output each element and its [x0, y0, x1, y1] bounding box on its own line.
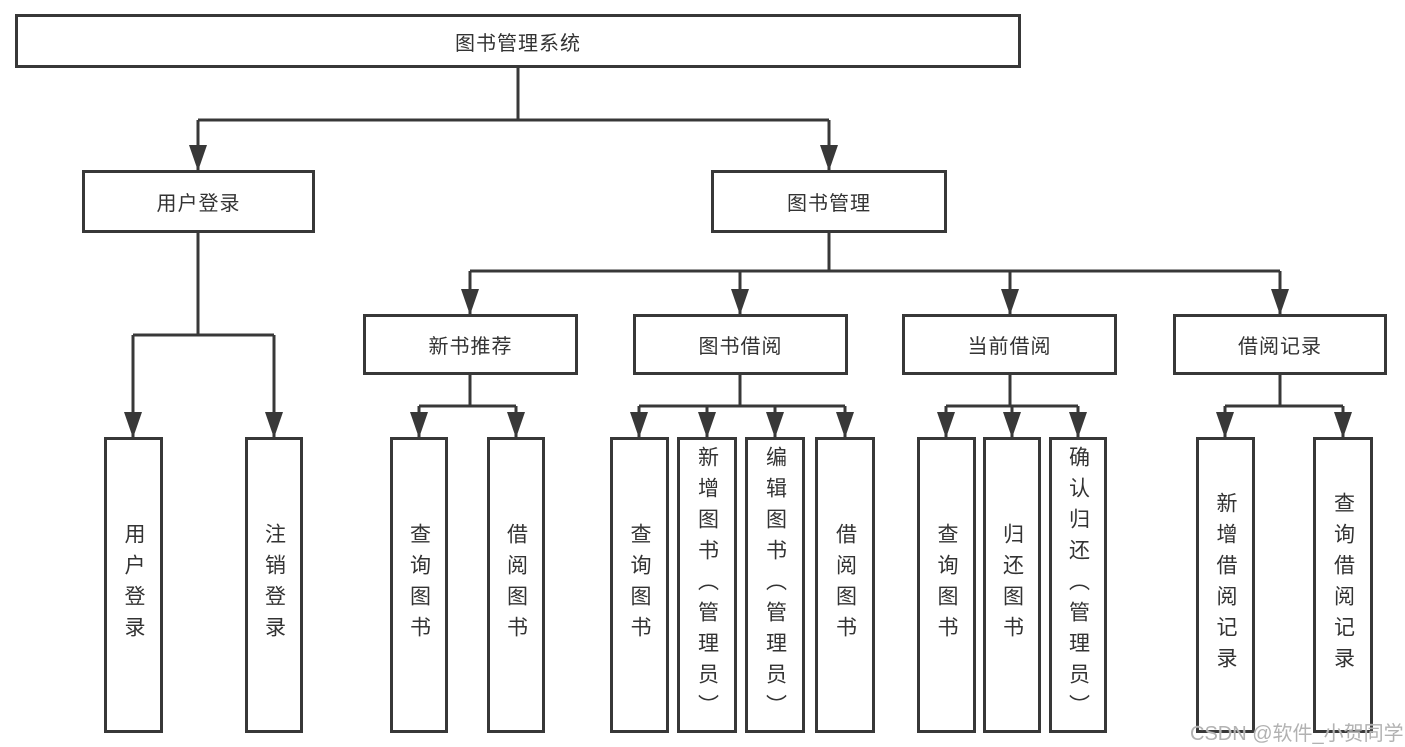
- leaf-add-book-admin: 新增图书（管理员）: [677, 437, 737, 733]
- node-label: 新书推荐: [428, 336, 513, 358]
- node-label: 查询借阅记录: [1331, 492, 1355, 678]
- leaf-borrow-books-recommend: 借阅图书: [487, 437, 545, 733]
- connector-borrowing-records: [1216, 375, 1352, 438]
- node-label: 查询图书: [935, 523, 958, 647]
- node-label: 用户登录: [122, 523, 145, 647]
- node-label: 归还图书: [1000, 523, 1024, 647]
- node-label: 新增借阅记录: [1214, 492, 1237, 678]
- connector-book-management: [461, 233, 1289, 315]
- leaf-return-books: 归还图书: [983, 437, 1041, 733]
- leaf-borrow-books-borrowing: 借阅图书: [815, 437, 875, 733]
- node-label: 用户登录: [156, 193, 241, 215]
- connector-user-login: [124, 233, 283, 438]
- node-label: 查询图书: [628, 523, 651, 647]
- node-book-borrowing: 图书借阅: [633, 314, 848, 375]
- node-book-management: 图书管理: [711, 170, 947, 233]
- node-label: 确认归还（管理员）: [1066, 445, 1090, 725]
- connector-new-book-recommend: [410, 375, 525, 438]
- node-user-login: 用户登录: [82, 170, 315, 233]
- connector-book-borrowing: [630, 375, 854, 438]
- node-label: 当前借阅: [967, 336, 1052, 358]
- connector-current-borrowing: [937, 375, 1087, 438]
- node-label: 查询图书: [407, 523, 431, 647]
- leaf-query-books-recommend: 查询图书: [390, 437, 448, 733]
- leaf-add-borrow-record: 新增借阅记录: [1196, 437, 1255, 733]
- leaf-logout: 注销登录: [245, 437, 303, 733]
- node-label: 图书管理系统: [455, 32, 581, 55]
- leaf-confirm-return-admin: 确认归还（管理员）: [1049, 437, 1107, 733]
- connector-root: [189, 68, 838, 171]
- node-label: 借阅图书: [504, 523, 528, 647]
- node-label: 图书管理: [787, 193, 871, 215]
- node-library-system: 图书管理系统: [15, 14, 1021, 68]
- node-label: 新增图书（管理员）: [695, 445, 719, 725]
- leaf-query-borrow-record: 查询借阅记录: [1313, 437, 1373, 733]
- leaf-query-books-current: 查询图书: [917, 437, 976, 733]
- node-label: 注销登录: [262, 523, 286, 647]
- leaf-user-login: 用户登录: [104, 437, 163, 733]
- node-new-book-recommend: 新书推荐: [363, 314, 578, 375]
- node-label: 编辑图书（管理员）: [763, 445, 787, 725]
- leaf-edit-book-admin: 编辑图书（管理员）: [745, 437, 805, 733]
- node-label: 图书借阅: [698, 336, 783, 358]
- node-label: 借阅图书: [833, 523, 857, 647]
- node-current-borrowing: 当前借阅: [902, 314, 1117, 375]
- node-borrowing-records: 借阅记录: [1173, 314, 1387, 375]
- node-label: 借阅记录: [1238, 336, 1322, 358]
- csdn-watermark: CSDN @软件_小贺同学: [1190, 723, 1404, 745]
- leaf-query-books-borrowing: 查询图书: [610, 437, 669, 733]
